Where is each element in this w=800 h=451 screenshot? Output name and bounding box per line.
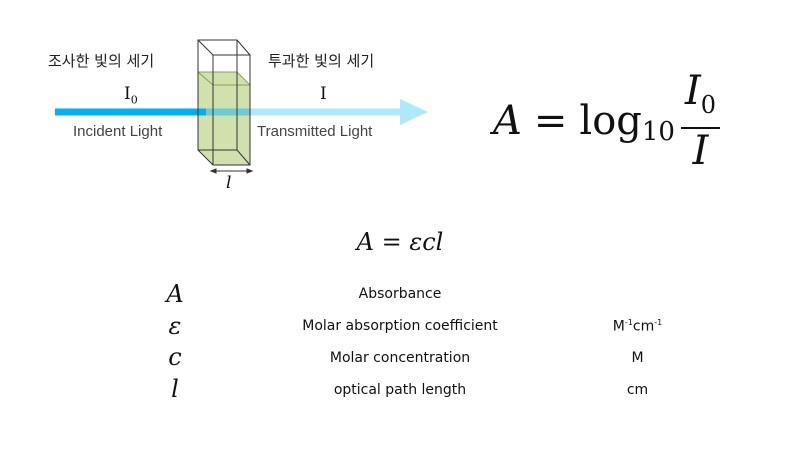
incident-heading: 조사한 빛의 세기 xyxy=(48,52,155,70)
transmitted-intensity-label: I xyxy=(320,84,327,104)
absorbance-log-formula: A = log 10 I0 I xyxy=(493,69,721,173)
transmitted-light-label: Transmitted Light xyxy=(257,123,373,140)
beer-lambert-formula: A = εcl xyxy=(356,228,444,256)
variable-description: Molar concentration xyxy=(329,350,471,366)
solution-fill xyxy=(198,72,250,165)
path-length-bracket xyxy=(209,168,254,174)
variable-description: Molar absorption coefficient xyxy=(302,318,498,334)
cuvette xyxy=(197,39,251,166)
incident-intensity-label: I0 xyxy=(124,84,138,107)
variable-unit: cm xyxy=(626,382,649,398)
cuvette-diagram xyxy=(55,39,428,174)
formula-base: 10 xyxy=(641,117,675,147)
numerator-sub: 0 xyxy=(700,91,717,119)
variable-description: optical path length xyxy=(333,382,467,398)
variable-symbol: l xyxy=(171,375,179,403)
variable-description: Absorbance xyxy=(358,286,442,302)
numerator: I xyxy=(684,68,701,114)
arrow-head xyxy=(400,99,428,125)
path-length-symbol: l xyxy=(226,173,232,193)
variable-unit: M-1cm-1 xyxy=(612,318,663,335)
formula-log: log xyxy=(579,98,642,144)
formula-lhs: A xyxy=(493,98,522,144)
variable-symbol: ε xyxy=(168,312,182,340)
incident-light-label: Incident Light xyxy=(73,123,163,140)
transmitted-heading: 투과한 빛의 세기 xyxy=(268,52,375,70)
fraction: I0 I xyxy=(680,68,721,174)
variable-symbol: c xyxy=(168,343,182,371)
variable-unit: M xyxy=(631,350,644,366)
denominator: I xyxy=(692,128,709,174)
formula-eq: = xyxy=(533,98,568,144)
variable-symbol: A xyxy=(166,280,184,308)
